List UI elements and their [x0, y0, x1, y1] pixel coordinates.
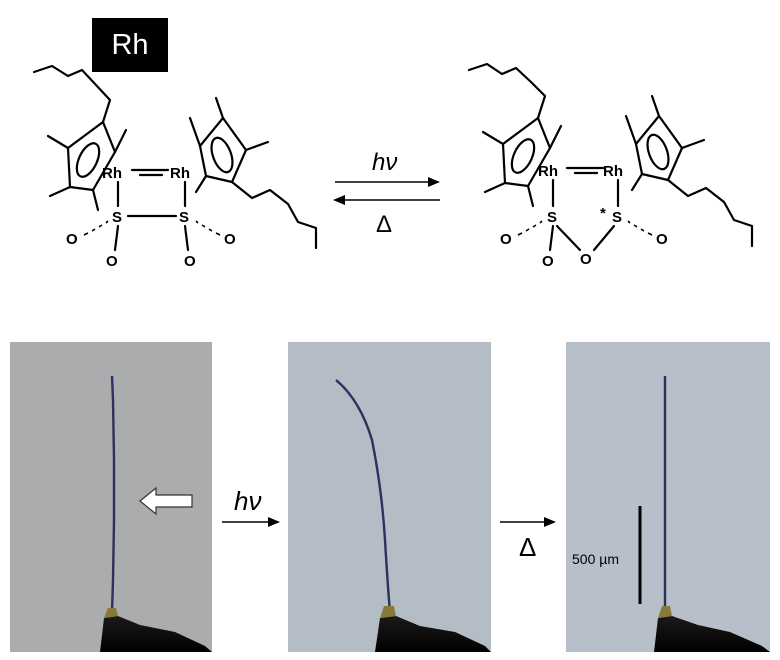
glue-2	[380, 606, 396, 618]
pentyl-chain-right	[230, 180, 318, 250]
s-atom-right-1: S	[547, 209, 557, 226]
delta-label-bottom: Δ	[519, 532, 536, 562]
hv-label-top: hν	[372, 149, 397, 176]
step-arrow-hv	[222, 517, 280, 527]
holder-1	[10, 616, 212, 652]
hashed-bonds-right	[517, 220, 653, 236]
photo-frame-initial	[10, 342, 212, 652]
scale-bar-label: 500 µm	[572, 551, 619, 567]
molecule-left	[32, 64, 318, 252]
holder-2	[288, 616, 491, 652]
crystal-bent	[335, 379, 392, 613]
photo-frame-irradiated	[288, 342, 491, 652]
cp-ring-left	[66, 120, 117, 192]
rh-atom-right-2: Rh	[603, 163, 623, 180]
delta-label-top: Δ	[376, 211, 392, 238]
o-atom-left-1: O	[66, 231, 78, 248]
rh-atom-left-1: Rh	[102, 165, 122, 182]
rhodium-badge: Rh	[92, 18, 168, 72]
holder-3	[566, 616, 770, 652]
pentyl-chain-left	[32, 64, 112, 124]
hashed-bonds-left	[83, 220, 221, 236]
o-atom-right-4: O	[656, 231, 668, 248]
o-atom-left-4: O	[224, 231, 236, 248]
crystal-straight-1	[110, 375, 116, 613]
photo-frame-relaxed	[566, 342, 770, 652]
glue-1	[104, 608, 118, 618]
rh-atom-right-1: Rh	[538, 163, 558, 180]
o-atom-right-3: O	[580, 251, 592, 268]
s-atom-left-2: S	[179, 209, 189, 226]
equilibrium-arrows	[333, 177, 440, 205]
cp-aromatic-left	[75, 142, 101, 178]
chiral-mark: *	[600, 205, 606, 222]
s-atom-right-2: S	[612, 209, 622, 226]
rh-atom-left-2: Rh	[170, 165, 190, 182]
s-atom-left-1: S	[112, 209, 122, 226]
o-atom-left-3: O	[184, 253, 196, 270]
o-atom-right-1: O	[500, 231, 512, 248]
hv-label-bottom: hν	[234, 486, 261, 516]
step-arrow-delta	[500, 517, 556, 527]
molecule-right	[467, 62, 754, 252]
left-arrow-icon	[139, 486, 193, 516]
cp-ring-right	[198, 116, 248, 184]
glue-3	[658, 606, 672, 618]
o-atom-right-2: O	[542, 253, 554, 270]
o-atom-left-2: O	[106, 253, 118, 270]
